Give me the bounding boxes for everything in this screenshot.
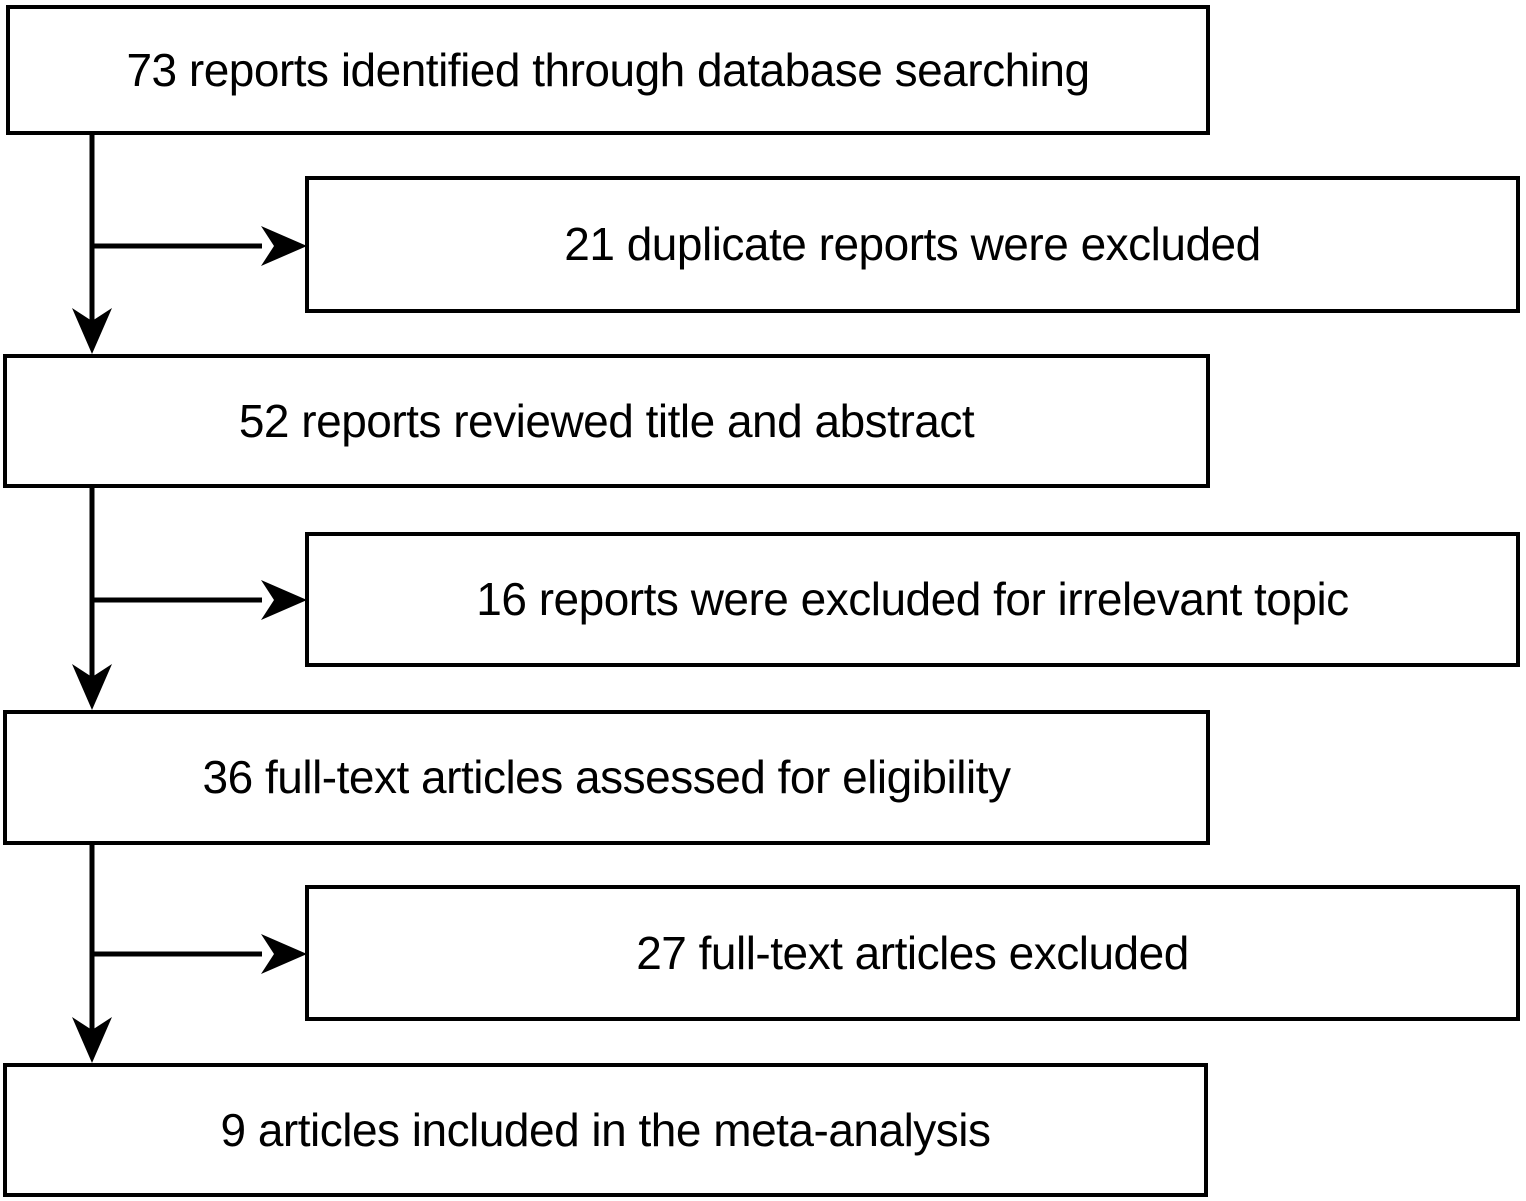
flow-box-fulltext-excluded-label: 27 full-text articles excluded bbox=[636, 926, 1189, 979]
flow-box-duplicates-excluded: 21 duplicate reports were excluded bbox=[305, 176, 1520, 313]
flow-box-duplicates-excluded-label: 21 duplicate reports were excluded bbox=[564, 218, 1261, 271]
flow-box-identified-label: 73 reports identified through database s… bbox=[126, 43, 1090, 96]
flow-box-title-abstract-reviewed: 52 reports reviewed title and abstract bbox=[3, 354, 1210, 488]
arrowhead-right-irrelevant bbox=[261, 580, 307, 620]
arrowhead-right-ftexcluded bbox=[261, 934, 307, 974]
arrowhead-down-included bbox=[72, 1017, 112, 1063]
arrowhead-right-duplicates bbox=[261, 226, 307, 266]
flow-box-irrelevant-excluded-label: 16 reports were excluded for irrelevant … bbox=[476, 573, 1349, 626]
flow-box-irrelevant-excluded: 16 reports were excluded for irrelevant … bbox=[305, 532, 1520, 667]
flow-box-fulltext-assessed-label: 36 full-text articles assessed for eligi… bbox=[202, 751, 1011, 804]
flow-box-identified: 73 reports identified through database s… bbox=[6, 5, 1210, 135]
flow-box-included: 9 articles included in the meta-analysis bbox=[3, 1063, 1208, 1197]
flow-box-included-label: 9 articles included in the meta-analysis bbox=[220, 1103, 991, 1156]
arrowhead-down-reviewed bbox=[72, 308, 112, 354]
flow-box-fulltext-assessed: 36 full-text articles assessed for eligi… bbox=[3, 710, 1210, 845]
flow-box-title-abstract-reviewed-label: 52 reports reviewed title and abstract bbox=[238, 394, 975, 447]
arrowhead-down-assessed bbox=[72, 664, 112, 710]
flow-box-fulltext-excluded: 27 full-text articles excluded bbox=[305, 885, 1520, 1021]
